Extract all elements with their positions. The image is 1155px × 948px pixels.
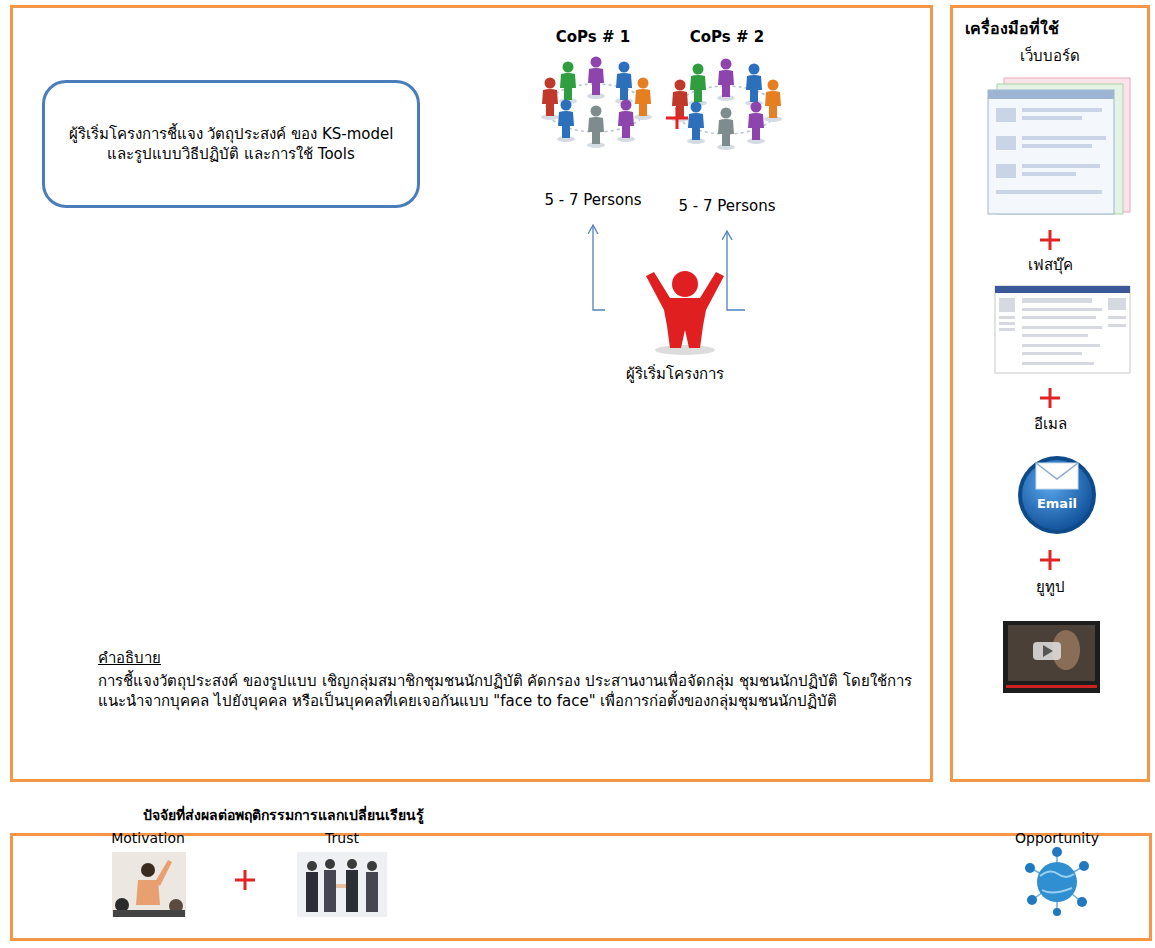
text-label: อีเมล (1034, 415, 1067, 435)
connector-arrow (727, 231, 745, 310)
opportunity-globe (1025, 847, 1089, 916)
plus-sign (235, 107, 1060, 890)
node-title: ผู้ริเริ่มโครงการชี้แจง วัตถุประสงค์ ของ… (67, 124, 395, 165)
text-label: Motivation (111, 829, 185, 847)
initiator-figure-box: ผู้ริเริ่มโครงการ (605, 260, 745, 390)
node-text: 5 - 7 Persons (652, 196, 802, 216)
node-text: การชี้แจงวัตถุประสงค์ ของรูปแบบ เชิญกลุ่… (98, 671, 928, 712)
text-label: Opportunity (1015, 829, 1099, 847)
node-title: เครื่องมือที่ใช้ (965, 18, 1059, 40)
trust-photo (297, 852, 387, 917)
text-label: เฟสบุ๊ค (1028, 256, 1073, 276)
node-title: CoPs # 1 (518, 27, 668, 47)
text-label: Email (1037, 496, 1077, 513)
tools-panel: เครื่องมือที่ใช้ (950, 5, 1150, 782)
cops-group-picture (671, 59, 782, 151)
node-title: CoPs # 2 (652, 27, 802, 47)
webboard-icon (988, 78, 1130, 214)
text-label: ยูทูป (1036, 578, 1065, 598)
youtube-screenshot (1003, 621, 1100, 693)
facebook-screenshot (995, 286, 1130, 373)
initiator-figure (646, 271, 724, 355)
node-title: ผู้ริเริ่มโครงการ (605, 364, 745, 384)
node-title: ปัจจัยที่ส่งผลต่อพฤติกรรมการแลกเปลี่ยนเร… (143, 806, 424, 825)
email-icon (1018, 456, 1096, 534)
cops-group: CoPs # 1 5 - 7 Persons (518, 25, 668, 223)
process-panel: คำอธิบายการชี้แจงวัตถุประสงค์ ของรูปแบบ … (10, 5, 933, 782)
connector-arrow (593, 225, 605, 310)
text-label: เว็บบอร์ด (1020, 47, 1080, 67)
text-label: Trust (325, 829, 359, 847)
motivation-photo (112, 852, 186, 917)
cops-group: CoPs # 2 5 - 7 Persons (652, 25, 802, 229)
rounded-box: ผู้ริเริ่มโครงการชี้แจง วัตถุประสงค์ ของ… (42, 80, 420, 208)
factors-panel: ปัจจัยที่ส่งผลต่อพฤติกรรมการแลกเปลี่ยนเร… (10, 833, 1152, 941)
node-text: 5 - 7 Persons (518, 190, 668, 210)
node-title: คำอธิบาย (98, 648, 161, 668)
cops-group-picture (541, 57, 652, 149)
